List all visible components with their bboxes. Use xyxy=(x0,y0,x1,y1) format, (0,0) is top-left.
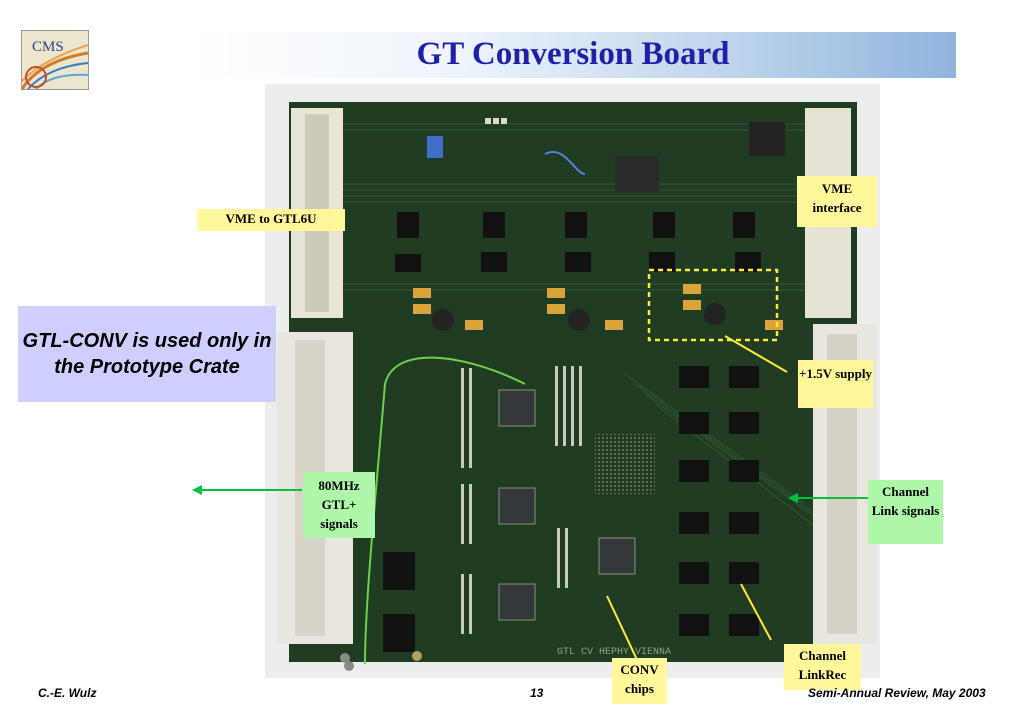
label-channel-link: Channel Link signals xyxy=(868,480,943,544)
cms-logo-text: CMS xyxy=(32,39,64,55)
label-linkrec: Channel LinkRec xyxy=(784,644,861,690)
label-gtl-signals: 80MHz GTL+ signals xyxy=(303,472,375,538)
board-photo: GTL CV HEPHY VIENNA xyxy=(265,84,880,678)
footer-event: Semi-Annual Review, May 2003 xyxy=(808,686,986,700)
label-supply: +1.5V supply xyxy=(798,360,873,408)
label-conv-chips: CONV chips xyxy=(612,658,667,704)
prototype-note: GTL-CONV is used only in the Prototype C… xyxy=(18,306,276,402)
footer-page-number: 13 xyxy=(530,686,544,700)
slide-title: GT Conversion Board xyxy=(416,36,730,72)
label-vme-interface: VME interface xyxy=(797,176,877,227)
cms-logo: CMS xyxy=(21,30,89,90)
arrow-gtl-signals xyxy=(192,485,302,495)
prototype-note-text: GTL-CONV is used only in the Prototype C… xyxy=(22,330,272,378)
cms-logo-graphic: CMS xyxy=(22,31,88,89)
arrow-channel-link xyxy=(788,493,868,503)
title-bar xyxy=(190,32,956,78)
board-silkscreen: GTL CV HEPHY VIENNA xyxy=(557,647,671,658)
label-vme-to-gtl: VME to GTL6U xyxy=(197,209,345,231)
footer-author: C.-E. Wulz xyxy=(38,686,97,700)
